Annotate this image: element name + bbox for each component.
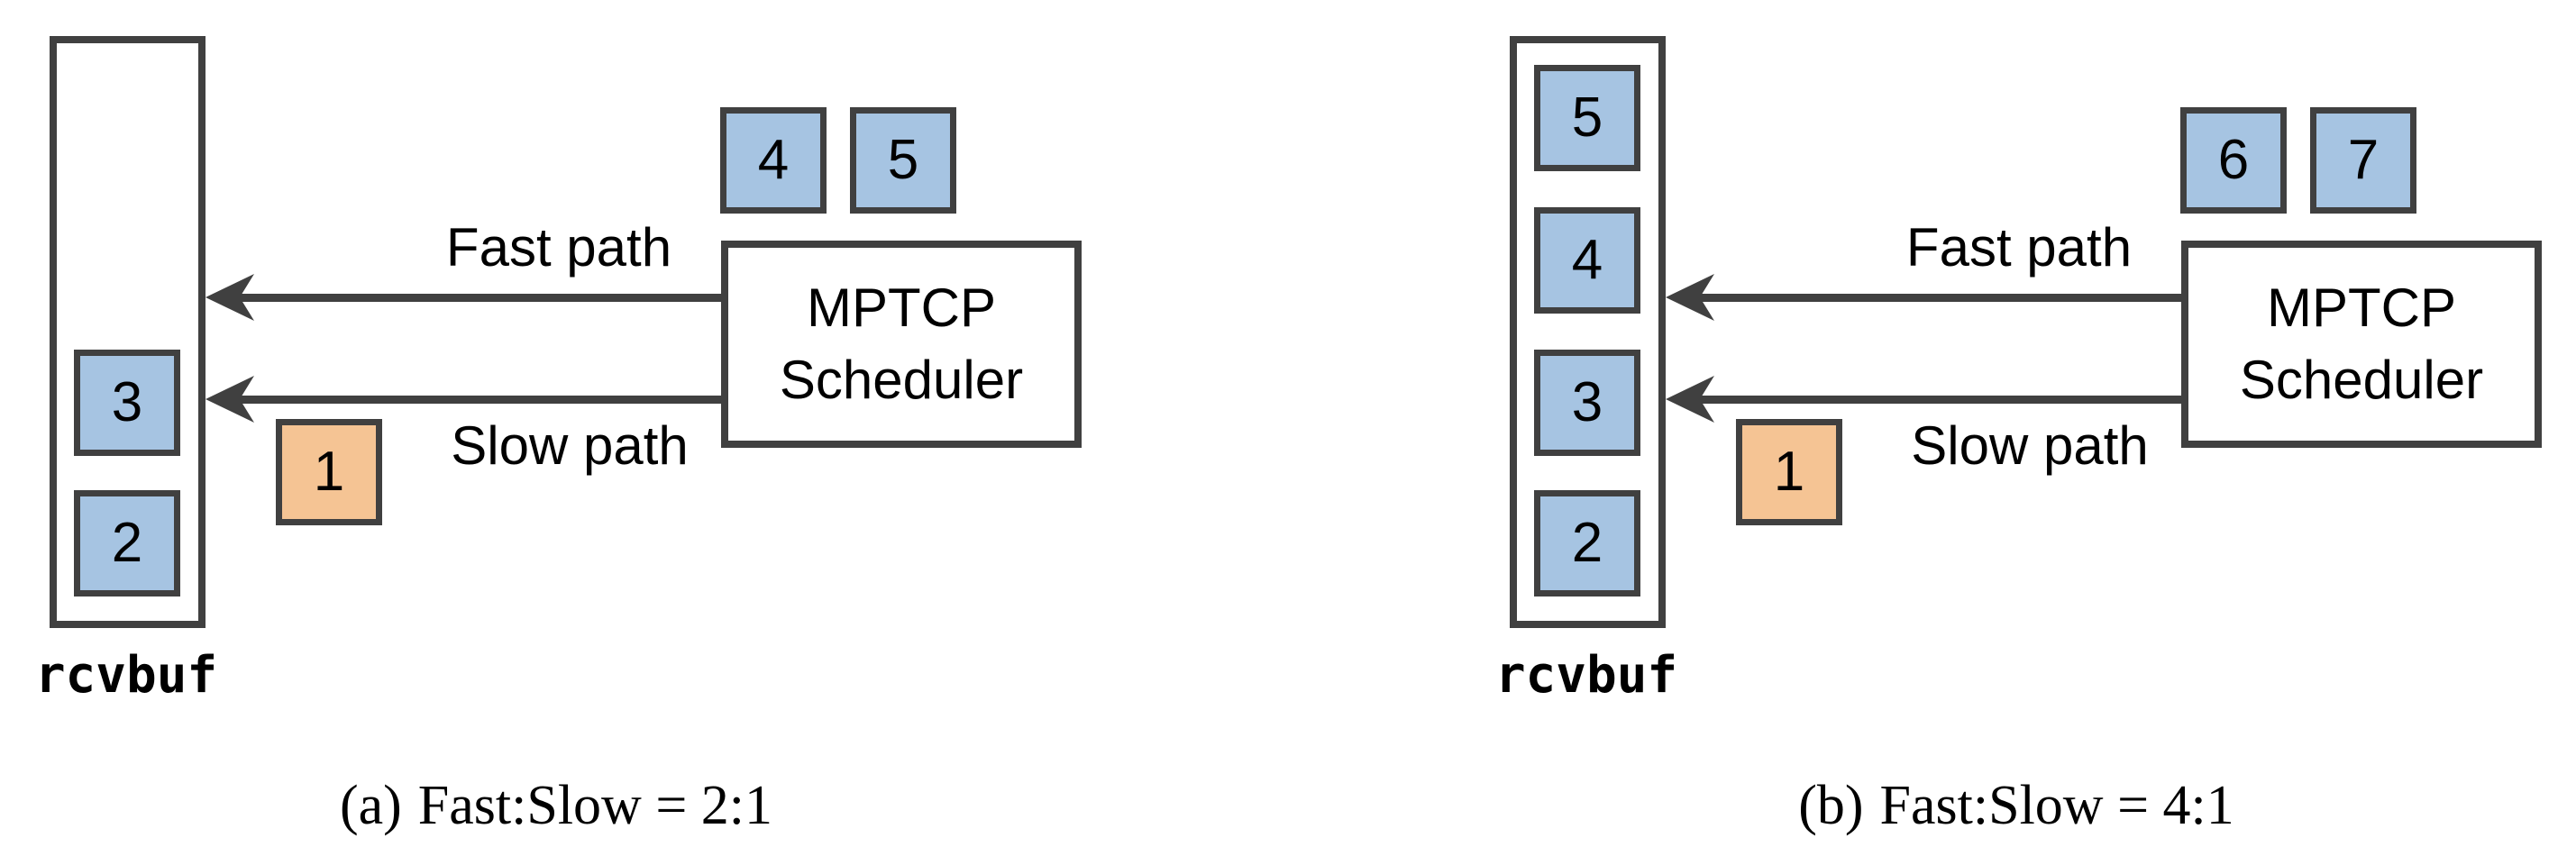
slow-path-packet: 1: [1736, 419, 1842, 525]
scheduler-line1: MPTCP: [2267, 278, 2456, 338]
buffered-packet: 2: [74, 490, 180, 596]
packet-number: 6: [2217, 129, 2250, 191]
fast-path-arrowhead: [1666, 274, 1714, 321]
packet-number: 3: [111, 371, 143, 433]
buffered-packet: 4: [1534, 207, 1640, 314]
packet-number: 2: [1571, 512, 1603, 574]
slow-path-label: Slow path: [451, 415, 689, 476]
packet-number: 3: [1571, 371, 1603, 433]
queued-packet: 6: [2180, 107, 2287, 214]
rcvbuf-label: rcvbuf: [1494, 646, 1678, 705]
packet-number: 2: [111, 512, 143, 574]
packet-number: 1: [1773, 441, 1805, 503]
packet-number: 7: [2347, 129, 2380, 191]
figure-b: 5 4 3 2 rcvbuf Fast path Slow path 1 6 7…: [1460, 0, 2576, 856]
buffered-packet: 3: [1534, 350, 1640, 456]
figure-a: 3 2 rcvbuf Fast path Slow path 1 4 5 MPT…: [34, 36, 1082, 838]
packet-number: 4: [1571, 229, 1603, 291]
buffered-packet: 5: [1534, 65, 1640, 171]
buffered-packet: 3: [74, 350, 180, 456]
fast-path-arrow-line: [1693, 294, 2181, 302]
packet-number: 5: [1571, 87, 1603, 149]
figure-caption: (a)Fast:Slow = 2:1: [151, 773, 962, 838]
queued-packet: 4: [720, 107, 827, 214]
queued-packet: 5: [850, 107, 956, 214]
scheduler-line1: MPTCP: [807, 278, 996, 338]
slow-path-arrowhead: [1666, 376, 1714, 423]
packet-number: 1: [313, 441, 345, 503]
queued-packet: 7: [2310, 107, 2416, 214]
rcvbuf-label: rcvbuf: [34, 646, 218, 705]
scheduler-line2: Scheduler: [2239, 350, 2484, 410]
caption-tag: (a): [339, 775, 402, 836]
fast-path-label: Fast path: [1905, 217, 2133, 278]
packet-number: 4: [757, 129, 790, 191]
slow-path-packet: 1: [276, 419, 382, 525]
fast-path-arrowhead: [206, 274, 254, 321]
fast-path-label: Fast path: [445, 217, 672, 278]
slow-path-arrow-line: [233, 396, 721, 404]
figure-caption: (b)Fast:Slow = 4:1: [1611, 773, 2422, 838]
fast-path-arrow-line: [233, 294, 721, 302]
slow-path-arrow-line: [1693, 396, 2181, 404]
buffered-packet: 2: [1534, 490, 1640, 596]
slow-path-arrowhead: [206, 376, 254, 423]
packet-number: 5: [887, 129, 919, 191]
mptcp-scheduler-box: MPTCP Scheduler: [2181, 241, 2542, 448]
scheduler-line2: Scheduler: [779, 350, 1024, 410]
caption-tag: (b): [1798, 775, 1864, 836]
caption-text: Fast:Slow = 2:1: [417, 775, 773, 836]
mptcp-scheduler-box: MPTCP Scheduler: [721, 241, 1082, 448]
slow-path-label: Slow path: [1911, 415, 2149, 476]
caption-text: Fast:Slow = 4:1: [1879, 775, 2234, 836]
